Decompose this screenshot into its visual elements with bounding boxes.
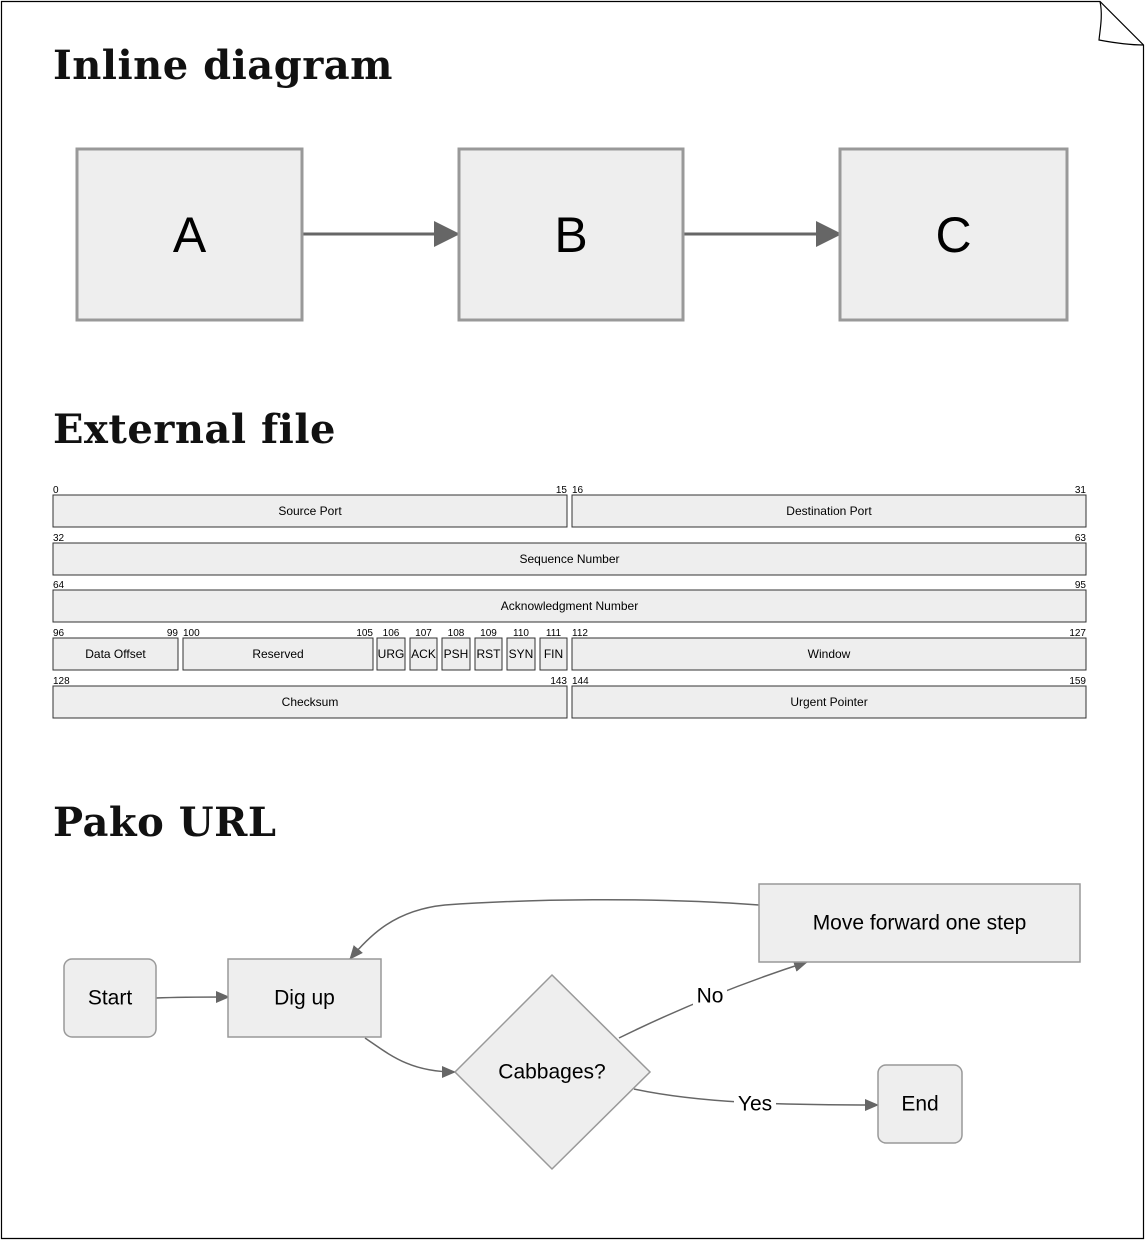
- packet-field: Window 112 127: [571, 628, 1087, 671]
- bit-number: 111: [546, 628, 562, 639]
- bit-number: 109: [480, 628, 497, 639]
- bit-end: 15: [556, 485, 568, 496]
- node-end-label: End: [901, 1093, 938, 1116]
- bit-start: 96: [53, 628, 65, 639]
- node-b: B: [457, 147, 685, 322]
- field-label: Source Port: [278, 504, 342, 518]
- bit-number: 106: [383, 628, 400, 639]
- field-label: Destination Port: [786, 504, 872, 518]
- node-a-label: A: [173, 207, 207, 263]
- bit-start: 16: [572, 485, 584, 496]
- packet-field: Data Offset 96 99: [52, 628, 179, 671]
- node-move-forward-label: Move forward one step: [813, 912, 1027, 935]
- node-dig-up: Dig up: [227, 958, 382, 1038]
- flag-label: ACK: [411, 647, 436, 661]
- flag-label: PSH: [444, 647, 469, 661]
- flag-label: SYN: [509, 647, 534, 661]
- flowchart: No Yes Start Dig up Cabbages? Move forwa…: [63, 883, 1081, 1171]
- field-label: Checksum: [282, 695, 339, 709]
- label-no: No: [697, 985, 724, 1008]
- bit-start: 0: [53, 485, 59, 496]
- packet-flag-field: ACK 107: [409, 628, 438, 671]
- node-move-forward: Move forward one step: [758, 883, 1081, 963]
- section-heading-external: External file: [53, 406, 337, 453]
- node-dig-up-label: Dig up: [274, 987, 335, 1010]
- packet-flag-field: PSH 108: [441, 628, 471, 671]
- field-label: Reserved: [252, 647, 303, 661]
- node-decision-label: Cabbages?: [498, 1061, 605, 1084]
- bit-end: 95: [1075, 580, 1087, 591]
- field-label: Acknowledgment Number: [501, 599, 638, 613]
- field-label: Sequence Number: [519, 552, 619, 566]
- inline-diagram: A B C: [75, 147, 1069, 322]
- bit-number: 107: [415, 628, 432, 639]
- bit-start: 144: [572, 676, 589, 687]
- packet-field: Source Port 0 15: [52, 485, 568, 528]
- bit-number: 110: [513, 628, 529, 639]
- edge-label-no: No: [693, 983, 727, 1009]
- packet-field: Destination Port 16 31: [571, 485, 1087, 528]
- edge-start-dig: [155, 991, 230, 1004]
- packet-field: Reserved 100 105: [182, 628, 374, 671]
- packet-diagram: Source Port 0 15 Destination Port 16 31 …: [52, 485, 1087, 719]
- node-start: Start: [63, 958, 157, 1038]
- bit-start: 64: [53, 580, 65, 591]
- flag-label: RST: [477, 647, 502, 661]
- node-b-label: B: [554, 207, 587, 263]
- node-c-label: C: [935, 207, 971, 263]
- bit-end: 159: [1069, 676, 1086, 687]
- bit-end: 127: [1069, 628, 1086, 639]
- packet-field: Acknowledgment Number 64 95: [52, 580, 1087, 623]
- flag-label: FIN: [544, 647, 563, 661]
- packet-flag-field: RST 109: [474, 628, 503, 671]
- packet-field: Checksum 128 143: [52, 676, 568, 719]
- node-c: C: [838, 147, 1069, 322]
- flag-label: URG: [378, 647, 405, 661]
- node-end: End: [877, 1064, 963, 1144]
- edge-dig-cabbages: [364, 1037, 456, 1078]
- bit-start: 128: [53, 676, 70, 687]
- section-heading-inline: Inline diagram: [53, 42, 394, 89]
- label-yes: Yes: [738, 1093, 772, 1116]
- folded-corner: [1098, 1, 1144, 46]
- edge-label-yes: Yes: [734, 1091, 776, 1117]
- field-label: Window: [808, 647, 851, 661]
- field-label: Data Offset: [85, 647, 146, 661]
- bit-number: 108: [448, 628, 465, 639]
- packet-flag-field: SYN 110: [506, 628, 536, 671]
- bit-start: 112: [572, 628, 588, 639]
- edge-move-dig: [349, 898, 760, 960]
- bit-end: 99: [167, 628, 179, 639]
- packet-field: Urgent Pointer 144 159: [571, 676, 1087, 719]
- bit-start: 32: [53, 533, 65, 544]
- packet-field: Sequence Number 32 63: [52, 533, 1087, 576]
- node-start-label: Start: [88, 987, 133, 1010]
- bit-end: 31: [1075, 485, 1087, 496]
- packet-flag-field: FIN 111: [539, 628, 568, 671]
- field-label: Urgent Pointer: [790, 695, 867, 709]
- node-decision: Cabbages?: [453, 973, 652, 1171]
- node-a: A: [75, 147, 304, 322]
- bit-end: 143: [550, 676, 567, 687]
- bit-end: 63: [1075, 533, 1087, 544]
- section-heading-pako: Pako URL: [53, 799, 277, 846]
- bit-start: 100: [183, 628, 200, 639]
- bit-end: 105: [356, 628, 373, 639]
- packet-flag-field: URG 106: [376, 628, 406, 671]
